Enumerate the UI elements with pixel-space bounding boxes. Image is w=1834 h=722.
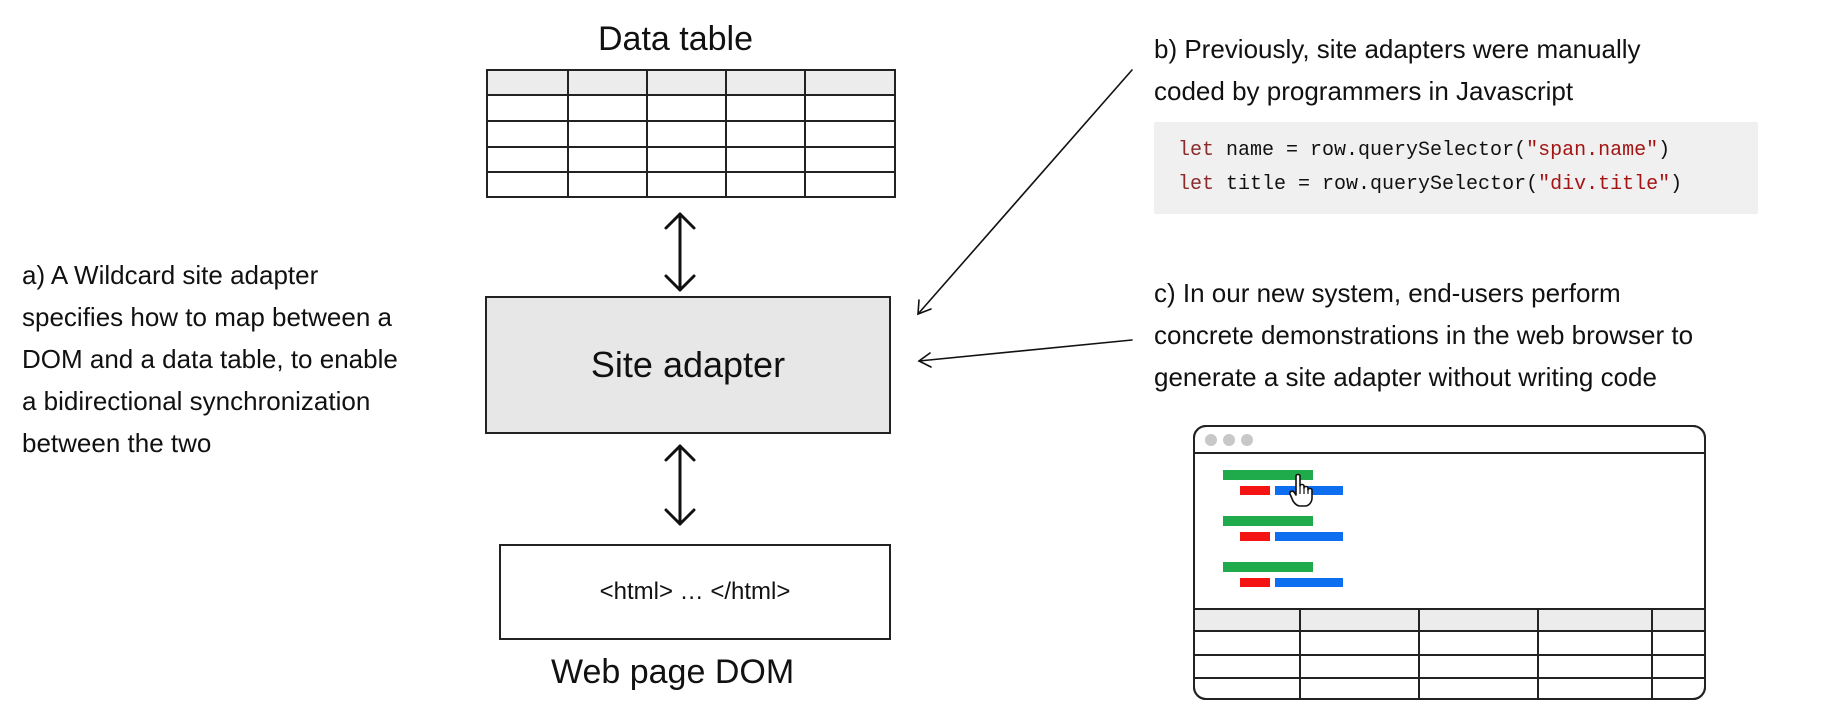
data-table-title: Data table — [598, 20, 753, 58]
code-keyword: let — [1178, 173, 1215, 196]
browser-frame-outline — [1193, 425, 1706, 700]
note-a-line: specifies how to map between a — [22, 302, 392, 332]
hand-pointer-icon — [1289, 473, 1313, 507]
blue-bar — [1275, 578, 1343, 587]
note-a: a) A Wildcard site adapter specifies how… — [22, 254, 462, 464]
note-b-line: coded by programmers in Javascript — [1154, 76, 1574, 106]
window-dot-icon — [1241, 434, 1253, 446]
red-bar — [1240, 532, 1270, 541]
note-a-line: between the two — [22, 428, 212, 458]
html-dom-box: <html> … </html> — [499, 544, 891, 640]
html-dom-label: <html> … </html> — [599, 578, 791, 605]
code-line-1: let name = row.querySelector("span.name"… — [1178, 134, 1758, 168]
site-adapter-box: Site adapter — [485, 296, 891, 434]
web-page-dom-title: Web page DOM — [551, 653, 795, 691]
data-table-grid — [486, 69, 896, 198]
note-a-line: a bidirectional synchronization — [22, 386, 371, 416]
green-bar — [1223, 516, 1313, 526]
red-bar — [1240, 486, 1270, 495]
code-keyword: let — [1178, 139, 1215, 162]
window-dot-icon — [1223, 434, 1235, 446]
code-snippet: let name = row.querySelector("span.name"… — [1154, 122, 1758, 214]
double-arrow-bottom — [664, 444, 696, 526]
code-text: name = row.querySelector( — [1214, 139, 1527, 162]
note-b-line: b) Previously, site adapters were manual… — [1154, 34, 1641, 64]
blue-bar — [1275, 532, 1343, 541]
code-text: ) — [1670, 173, 1683, 196]
arrow-b-to-adapter — [917, 69, 1133, 316]
code-string: "div.title" — [1538, 173, 1671, 196]
browser-table-header-fill — [1195, 609, 1704, 631]
code-string: "span.name" — [1526, 139, 1659, 162]
code-line-2: let title = row.querySelector("div.title… — [1178, 168, 1758, 202]
site-adapter-label: Site adapter — [590, 344, 786, 385]
double-arrow-top — [664, 212, 696, 292]
note-c: c) In our new system, end-users perform … — [1154, 272, 1824, 398]
green-bar — [1223, 470, 1313, 480]
data-table-header-fill — [487, 70, 895, 95]
browser-mockup — [1193, 425, 1706, 700]
window-dot-icon — [1205, 434, 1217, 446]
code-text: title = row.querySelector( — [1214, 173, 1539, 196]
note-c-line: c) In our new system, end-users perform — [1154, 278, 1621, 308]
green-bar — [1223, 562, 1313, 572]
note-a-line: a) A Wildcard site adapter — [22, 260, 319, 290]
note-a-line: DOM and a data table, to enable — [22, 344, 398, 374]
red-bar — [1240, 578, 1270, 587]
note-c-line: generate a site adapter without writing … — [1154, 362, 1657, 392]
arrow-c-to-adapter — [917, 339, 1133, 368]
data-table-border — [486, 69, 896, 198]
note-b: b) Previously, site adapters were manual… — [1154, 28, 1794, 112]
code-text: ) — [1658, 139, 1671, 162]
note-c-line: concrete demonstrations in the web brows… — [1154, 320, 1694, 350]
